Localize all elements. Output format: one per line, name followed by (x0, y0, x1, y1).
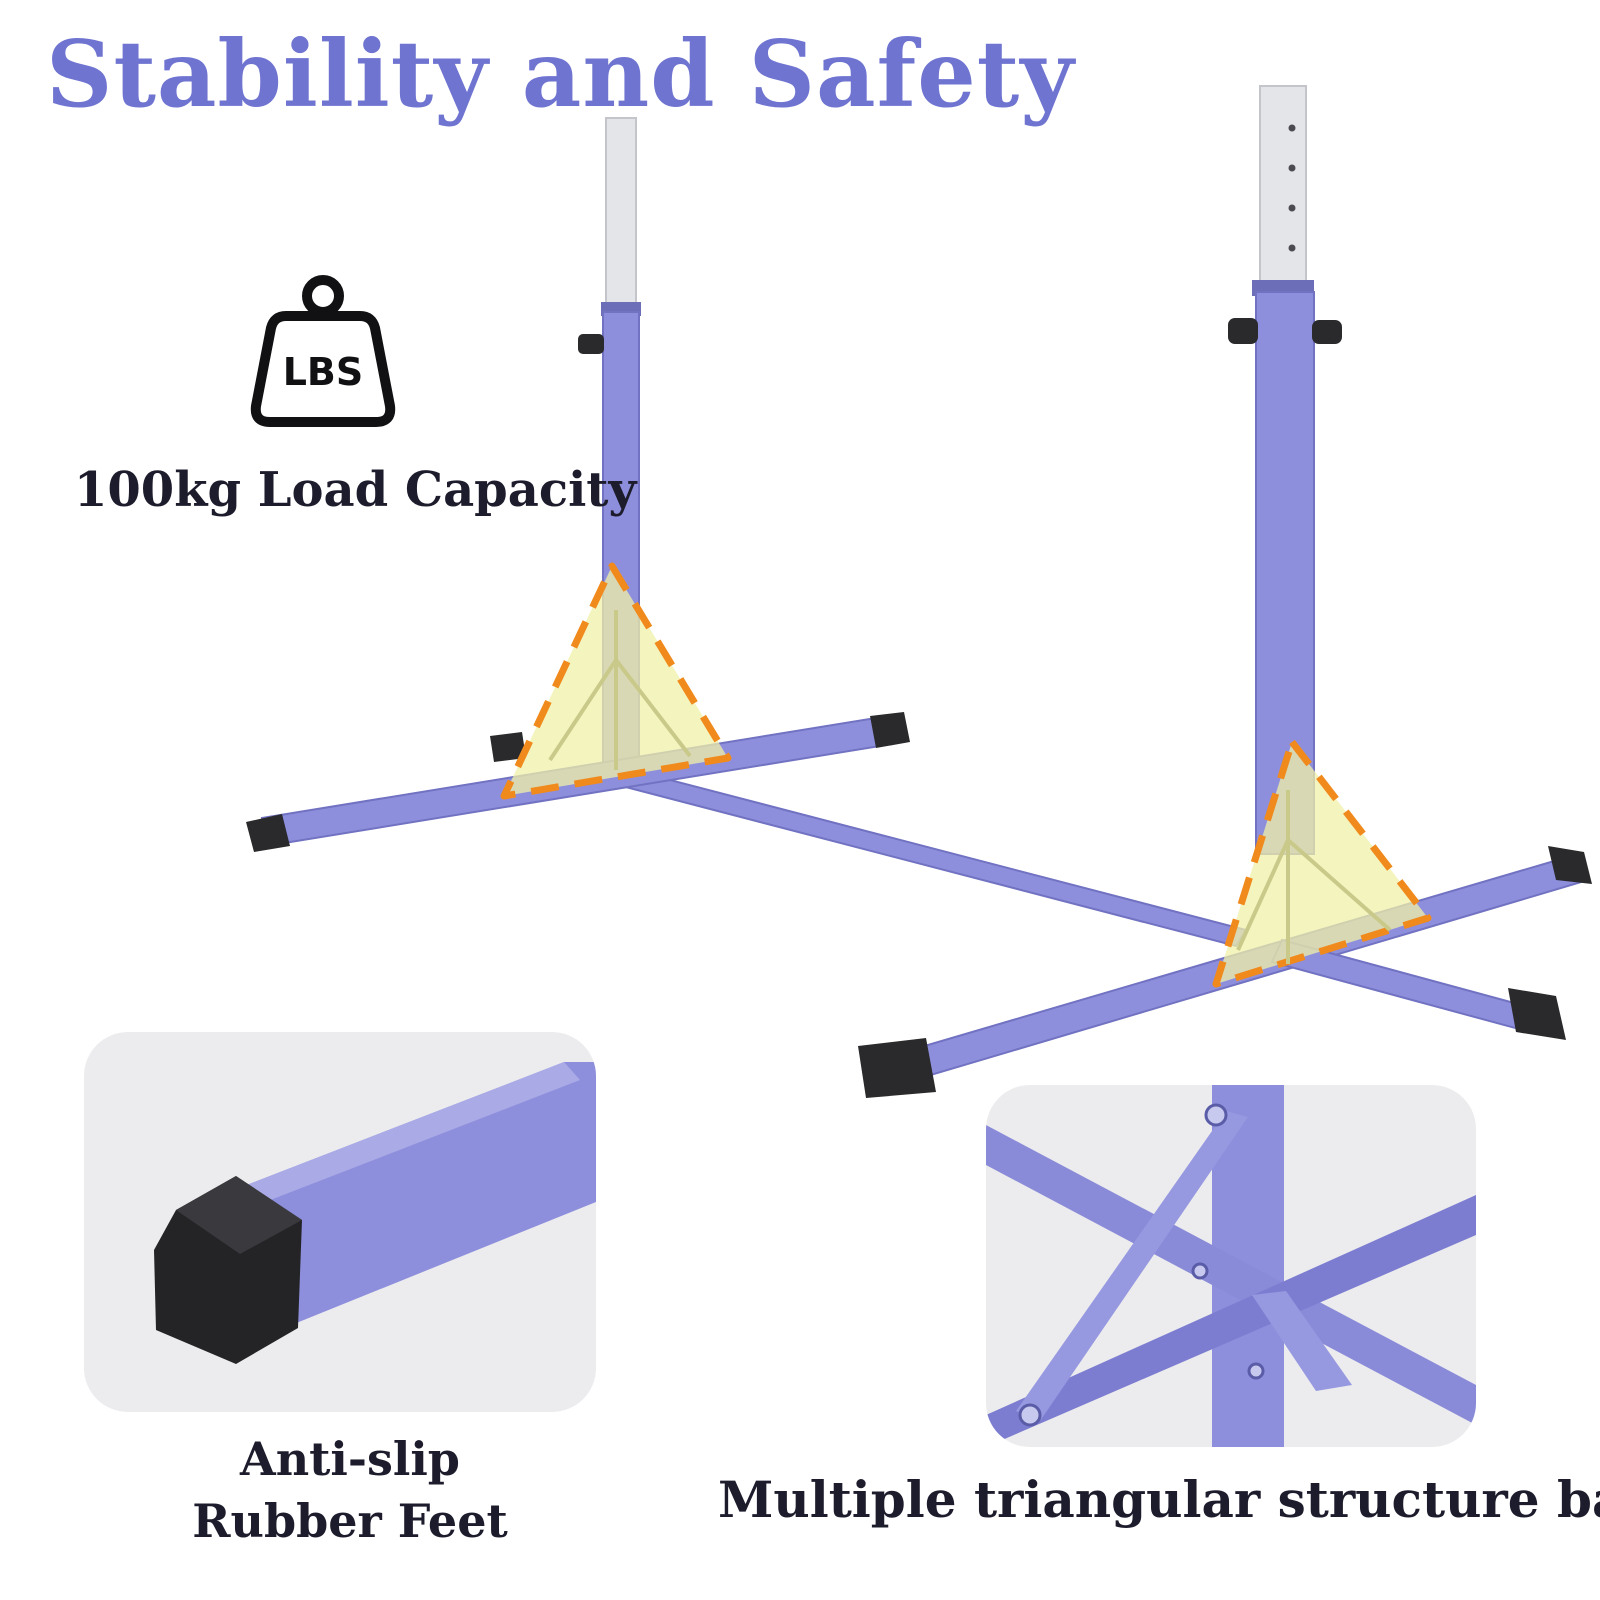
rubber-feet-caption-line1: Anti-slip (240, 1432, 460, 1486)
weight-icon: LBS (250, 275, 396, 427)
right-triangle-highlight (1212, 738, 1432, 988)
adjust-hole (1288, 244, 1296, 252)
left-knob (578, 334, 604, 354)
rubber-foot (858, 1038, 936, 1098)
adjust-hole (1288, 124, 1296, 132)
triangular-base-caption: Multiple triangular structure bases (718, 1470, 1600, 1529)
rubber-foot (870, 712, 910, 748)
rubber-foot (1508, 988, 1566, 1040)
connecting-beam (612, 766, 1248, 948)
headline: Stability and Safety (46, 20, 1075, 128)
right-upright-insert (1259, 85, 1307, 287)
triangular-base-closeup (986, 1085, 1476, 1447)
rubber-foot (490, 732, 526, 762)
load-capacity-caption: 100kg Load Capacity (74, 462, 637, 518)
right-knob-left (1228, 318, 1258, 344)
left-upright-insert (605, 117, 637, 309)
right-knob-right (1312, 320, 1342, 344)
weight-icon-label: LBS (283, 350, 364, 394)
left-triangle-highlight (500, 562, 732, 800)
rubber-feet-caption-line2: Rubber Feet (192, 1494, 508, 1548)
rubber-foot (246, 814, 290, 852)
rubber-feet-caption: Anti-slip Rubber Feet (190, 1428, 510, 1552)
rubber-foot (1548, 846, 1592, 884)
adjust-hole (1288, 204, 1296, 212)
rubber-feet-closeup (84, 1032, 596, 1412)
adjust-hole (1288, 164, 1296, 172)
